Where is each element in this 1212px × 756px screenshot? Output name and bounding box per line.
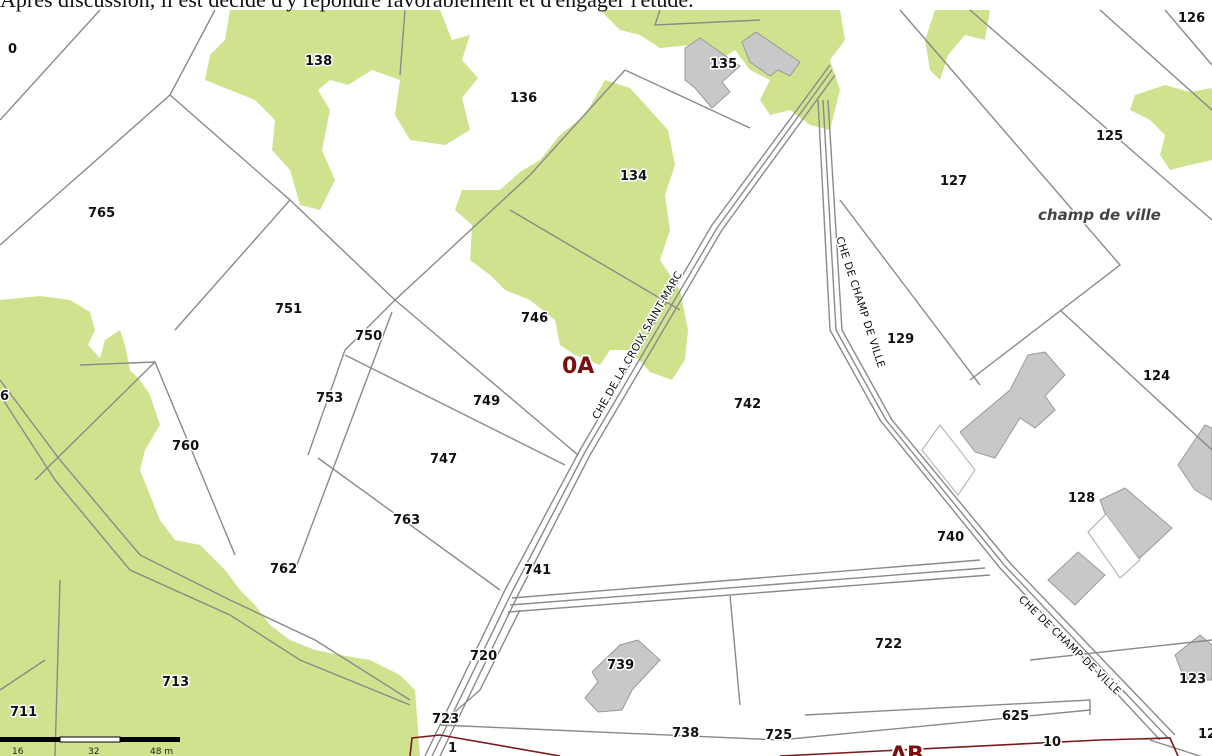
scale-label-16: 16: [12, 747, 24, 756]
woodland-east: [925, 10, 990, 80]
road-croix-left-edge: [424, 64, 831, 756]
parcel-label: 739: [607, 658, 634, 673]
parcel-label: 125: [1096, 129, 1123, 144]
road-croix-inner: [431, 69, 833, 756]
road-transverse-inner: [509, 567, 986, 606]
parcel-label: 763: [393, 513, 420, 528]
road-champ-inner: [822, 99, 1169, 739]
parcel-label: 762: [270, 562, 297, 577]
parcel-label: 722: [875, 637, 902, 652]
section-label-0a: 0A: [562, 354, 594, 379]
parcel-label: 711: [10, 705, 37, 720]
section-boundary: [409, 734, 1179, 756]
woodland-north-road: [600, 10, 845, 130]
parcel-label: 747: [430, 452, 457, 467]
parcel-label: 138: [305, 54, 332, 69]
parcel-lines: [0, 9, 1212, 756]
building-123-a: [1174, 634, 1212, 681]
woodland-top-center: [205, 10, 478, 210]
parcel-label: 126: [1178, 11, 1205, 26]
parcel-label: 12: [1198, 727, 1212, 742]
parcel-label: 746: [521, 311, 548, 326]
porch-129: [921, 424, 976, 496]
building-128-b: [1047, 551, 1106, 606]
parcel-label: 134: [620, 169, 647, 184]
road-transverse-bottom: [507, 574, 991, 613]
section-label-ab: AB: [890, 743, 924, 756]
building-739: [584, 639, 661, 713]
road-croix-right-edge: [439, 74, 836, 756]
parcel-label: 129: [887, 332, 914, 347]
porch-128: [1087, 513, 1141, 579]
parcel-label: 753: [316, 391, 343, 406]
scale-label-32: 32: [88, 747, 99, 756]
road-champ-west-edge: [817, 99, 1161, 741]
parcel-label: 0: [8, 42, 17, 57]
parcel-label: 723: [432, 712, 459, 727]
woodland-125: [1130, 85, 1212, 170]
scale-label-48: 48 m: [150, 747, 173, 756]
parcel-label: 124: [1143, 369, 1170, 384]
building-129: [959, 351, 1066, 459]
parcel-label: 625: [1002, 709, 1029, 724]
parcel-label: 750: [355, 329, 382, 344]
parcel-labels: 0 6 126 138 135 136 125 134 127 765 751 …: [0, 10, 1212, 756]
parcel-label: 760: [172, 439, 199, 454]
parcel-label: 1: [448, 741, 457, 756]
road-champ-east-edge: [827, 99, 1176, 736]
buildings-layer: [584, 31, 1212, 713]
building-135-b: [741, 31, 801, 77]
parcel-label: 713: [162, 675, 189, 690]
parcel-label: 742: [734, 397, 761, 412]
parcel-label: 740: [937, 530, 964, 545]
place-label-champ-de-ville: champ de ville: [1038, 206, 1161, 224]
document-text-fragment: Après discussion, il est décidé d'y répo…: [0, 0, 1212, 12]
parcel-label: 127: [940, 174, 967, 189]
parcel-label: 765: [88, 206, 115, 221]
parcel-label: 128: [1068, 491, 1095, 506]
scale-bar: 16 32 48 m: [0, 736, 180, 756]
parcel-label: 10: [1043, 735, 1061, 750]
woodland-746: [455, 80, 688, 380]
building-east-edge: [1177, 424, 1212, 501]
parcel-label: 123: [1179, 672, 1206, 687]
parcel-label: 135: [710, 57, 737, 72]
parcel-label: 136: [510, 91, 537, 106]
parcel-label: 741: [524, 563, 551, 578]
parcel-label: 738: [672, 726, 699, 741]
building-135-a: [684, 37, 741, 109]
parcel-label: 6: [0, 389, 9, 404]
road-transverse-top: [511, 559, 981, 599]
parcel-label: 720: [470, 649, 497, 664]
parcel-label: 725: [765, 728, 792, 743]
parcel-label: 749: [473, 394, 500, 409]
parcel-label: 751: [275, 302, 302, 317]
